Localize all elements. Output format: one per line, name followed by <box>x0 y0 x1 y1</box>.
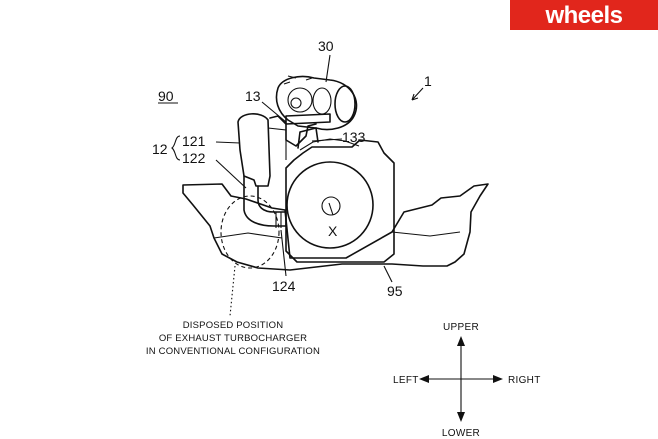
arrow-up-icon <box>457 336 465 346</box>
turbo-scroll-inner <box>290 97 302 109</box>
shaft-pointer <box>328 202 334 216</box>
direction-right: RIGHT <box>508 375 541 386</box>
label-95: 95 <box>387 283 403 299</box>
caption-leader <box>229 265 236 317</box>
label-122: 122 <box>182 150 206 166</box>
leader-lines <box>158 54 424 283</box>
eccentric-shaft-x <box>321 196 341 216</box>
conventional-turbo-position <box>220 195 280 269</box>
label-30: 30 <box>318 38 334 54</box>
caption-line-3: IN CONVENTIONAL CONFIGURATION <box>146 346 320 357</box>
brace-12 <box>171 135 181 161</box>
turbo-scroll-outer <box>287 87 313 113</box>
direction-left: LEFT <box>393 375 419 386</box>
arrow-down-icon <box>457 412 465 422</box>
wheels-logo: wheels <box>510 0 658 30</box>
pipe-flange <box>275 212 282 228</box>
label-12: 12 <box>152 141 168 157</box>
leader-124 <box>280 229 287 277</box>
arrow-1 <box>411 87 424 101</box>
logo-background <box>510 0 658 30</box>
engine-housing <box>285 139 395 263</box>
engine-top-cover <box>299 138 360 151</box>
direction-upper: UPPER <box>443 322 479 333</box>
label-124: 124 <box>272 278 296 294</box>
leader-133 <box>311 138 343 142</box>
label-13: 13 <box>245 88 261 104</box>
turbo-compressor <box>312 87 332 115</box>
rotor-housing <box>286 161 374 249</box>
turbo-outlet <box>334 85 356 123</box>
logo-text: wheels <box>544 2 622 29</box>
engine-block <box>285 138 395 263</box>
leader-30 <box>325 54 331 83</box>
caption-line-2: OF EXHAUST TURBOCHARGER <box>159 333 307 344</box>
leader-13 <box>261 101 287 123</box>
label-1: 1 <box>424 73 432 89</box>
exhaust-pipe-121 <box>237 113 271 187</box>
manifold-13 <box>269 115 317 147</box>
arrow-left-icon <box>419 375 429 383</box>
turbo-detail <box>283 75 313 85</box>
label-121: 121 <box>182 133 206 149</box>
leader-121 <box>215 141 241 144</box>
direction-lower: LOWER <box>442 428 480 439</box>
arrow-right-icon <box>493 375 503 383</box>
caption-line-1: DISPOSED POSITION <box>183 320 284 331</box>
leader-95 <box>383 265 393 283</box>
label-90: 90 <box>158 88 174 104</box>
pipe-connector <box>267 127 287 160</box>
turbo-housing <box>275 75 358 131</box>
exhaust-pipe-122 <box>243 175 287 227</box>
cross-member-inner-line <box>213 231 461 239</box>
leader-122 <box>215 159 247 189</box>
direction-compass: UPPER LOWER LEFT RIGHT <box>393 322 541 439</box>
manifold-133 <box>297 127 319 149</box>
label-x: X <box>328 223 338 239</box>
exhaust-pipe-12 <box>237 113 287 228</box>
label-133: 133 <box>342 129 366 145</box>
turbocharger-30 <box>275 75 358 131</box>
